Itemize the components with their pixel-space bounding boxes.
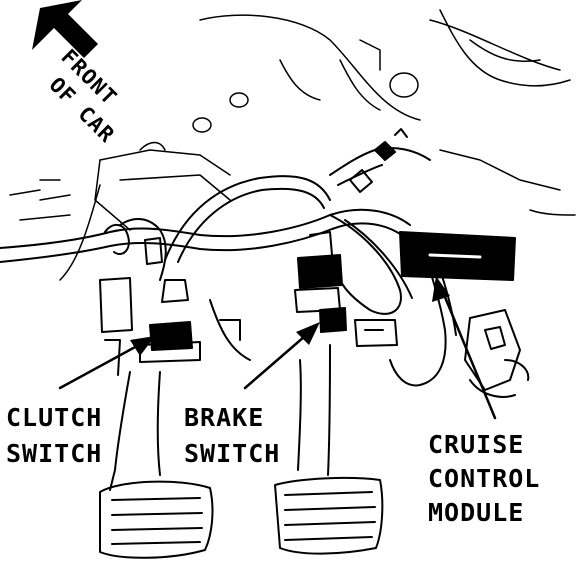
brake-label-line1: BRAKE [184,403,265,432]
brake-leader-line [243,328,314,390]
brake-leader-arrowhead [296,322,320,345]
brake-label-line2: SWITCH [184,439,281,468]
module-label-line1: CRUISE [428,430,525,459]
cruise-control-module [399,231,530,398]
wiring-harness [0,128,457,387]
module-label-line3: MODULE [428,498,525,527]
module-label-line2: CONTROL [428,464,541,493]
firewall-background [9,9,576,281]
clutch-label-line2: SWITCH [6,439,103,468]
arrow-up-left-icon [32,0,98,58]
clutch-switch-assembly [99,237,214,559]
brake-switch-assembly [209,231,398,555]
leader-arrows [58,283,497,420]
clutch-leader-line [58,338,150,390]
module-leader-arrowhead [432,276,450,302]
clutch-label-line1: CLUTCH [6,403,103,432]
clutch-leader-arrowhead [130,336,155,356]
module-leader-line [438,283,497,420]
